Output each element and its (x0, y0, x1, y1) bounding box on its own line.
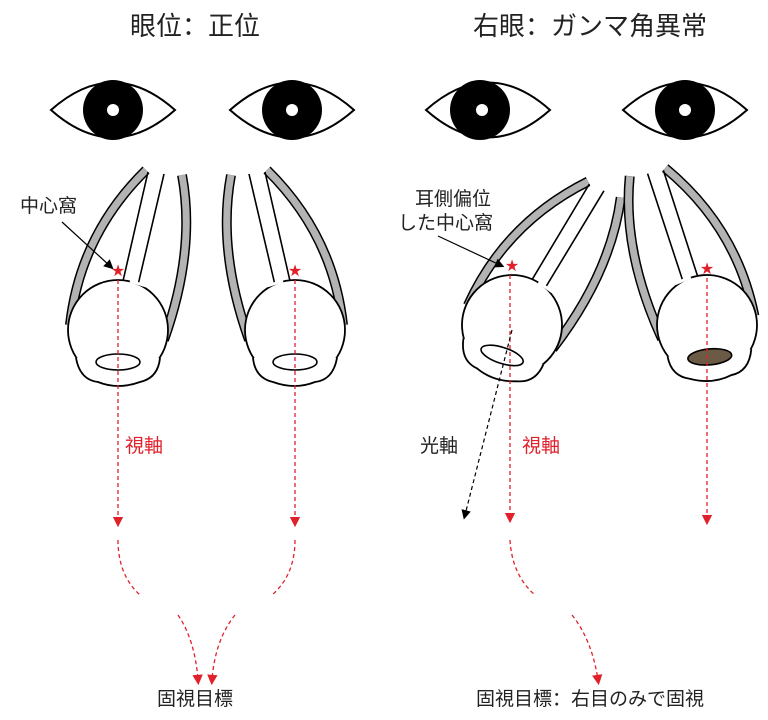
eye-icon-right-2 (622, 80, 748, 140)
right-title: 右眼：ガンマ角異常 (473, 12, 707, 42)
svg-text:★: ★ (288, 261, 302, 280)
svg-text:★: ★ (111, 261, 125, 280)
eye-icon-left-2 (229, 80, 355, 140)
eye-icon-left-1 (50, 80, 176, 140)
optical-axis-label: 光軸 (420, 435, 458, 457)
visual-axis-curve-3 (509, 539, 598, 680)
eyeball-2 (227, 170, 345, 386)
eye-icon-right-deviated (425, 80, 551, 140)
svg-text:★: ★ (700, 259, 714, 278)
eyeball-4 (625, 161, 762, 386)
fovea-label: 中心窩 (20, 195, 77, 217)
visual-axis-curve-1 (117, 539, 198, 680)
temporal-fovea-arrow (437, 235, 505, 268)
temporal-fovea-label-1: 耳側偏位 (415, 188, 491, 210)
visual-axis-curve-2 (212, 539, 296, 680)
fixation-target-left: 固視目標 (157, 688, 233, 710)
left-title: 眼位：正位 (130, 12, 260, 42)
temporal-fovea-label-2: した中心窩 (398, 212, 493, 234)
eyeball-3 (447, 157, 626, 399)
fixation-target-right: 固視目標：右目のみで固視 (476, 688, 704, 710)
lens (480, 344, 524, 367)
visual-axis-label-left: 視軸 (125, 435, 163, 457)
eyeball-1 (68, 170, 186, 386)
visual-axis-label-right: 視軸 (522, 435, 560, 457)
optical-axis (461, 329, 513, 520)
svg-text:★: ★ (505, 256, 519, 275)
fovea-arrow (61, 221, 114, 270)
opaque-lens (687, 347, 733, 366)
fovea-star-icons: ★ ★ ★ ★ (111, 256, 714, 280)
